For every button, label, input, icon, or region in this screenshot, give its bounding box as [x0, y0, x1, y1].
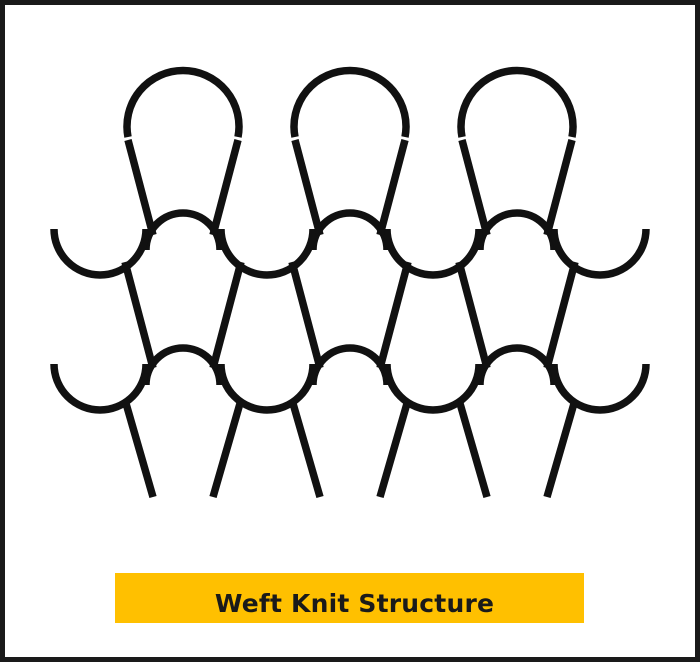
stitch-head-row2-2 [309, 344, 391, 386]
loop-head-top-3 [457, 66, 577, 138]
leg-mid-left-3 [455, 261, 491, 369]
tail-left-3 [455, 398, 491, 499]
caption-bar [115, 573, 584, 623]
tail-right-2 [376, 398, 412, 499]
stitch-head-row2-3 [476, 344, 558, 386]
stitch-head-row2-1 [142, 344, 224, 386]
sinker-loop-row1-1 [50, 228, 150, 279]
leg-mid-right-2 [376, 261, 412, 369]
diagram-caption: Weft Knit Structure [214, 588, 495, 618]
loop-head-top-1 [123, 66, 243, 138]
sinker-loop-row1-3 [383, 228, 483, 279]
tail-left-1 [121, 398, 157, 499]
leg-top-right-3 [543, 139, 576, 236]
tail-right-1 [209, 398, 245, 499]
loop-head-top-2 [290, 66, 410, 138]
leg-mid-right-1 [209, 261, 245, 369]
tail-right-3 [543, 398, 579, 499]
sinker-loop-row2-1 [50, 363, 150, 414]
sinker-loop-row1-4 [550, 228, 650, 279]
leg-mid-left-2 [288, 261, 324, 369]
leg-top-left-3 [458, 139, 491, 236]
leg-top-right-2 [376, 139, 409, 236]
stitch-head-row1-1 [142, 209, 224, 251]
yarn-loops [50, 66, 650, 499]
leg-mid-left-1 [121, 261, 157, 369]
leg-top-right-1 [209, 139, 242, 236]
stitch-head-row1-3 [476, 209, 558, 251]
leg-top-left-2 [291, 139, 324, 236]
tail-left-2 [288, 398, 324, 499]
leg-top-left-1 [124, 139, 157, 236]
weft-knit-diagram [50, 66, 650, 623]
sinker-loop-row2-2 [217, 363, 317, 414]
stitch-head-row1-2 [309, 209, 391, 251]
sinker-loop-row2-3 [383, 363, 483, 414]
leg-mid-right-3 [543, 261, 579, 369]
sinker-loop-row2-4 [550, 363, 650, 414]
sinker-loop-row1-2 [217, 228, 317, 279]
